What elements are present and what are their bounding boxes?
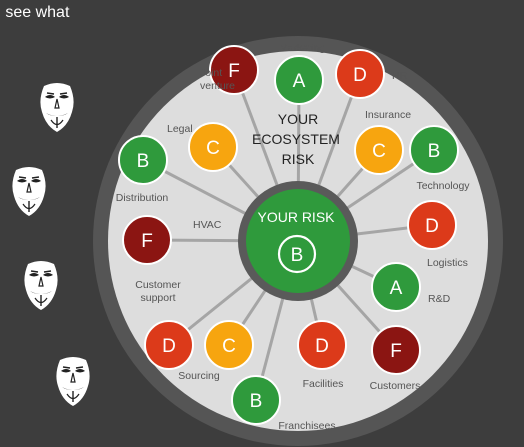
node-label-sourcing: Sourcing	[178, 370, 220, 382]
anonymous-mask-icon	[24, 261, 58, 310]
node-distribution: B Distribution	[116, 135, 169, 204]
center-grade-letter: B	[291, 245, 304, 266]
grade-badge-technology	[409, 125, 459, 175]
node-label-facilities: Facilities	[303, 378, 344, 390]
grade-badge-sourcing	[204, 320, 254, 370]
grade-badge-logistics	[407, 200, 457, 250]
node-label-joint-venture-1: Joint	[200, 67, 222, 79]
grade-badge-insurance	[354, 125, 404, 175]
ring-label-line-1: YOUR	[278, 111, 318, 127]
node-legal: C Legal	[167, 122, 238, 172]
intro-text: n see what e	[0, 2, 150, 46]
grade-letter-facilities: D	[315, 336, 329, 357]
node-label-customer-support-2: support	[140, 292, 175, 304]
grade-badge-joint-venture	[209, 45, 259, 95]
ring-label-line-2: ECOSYSTEM	[252, 131, 340, 147]
node-label-customer-support-1: Customer	[135, 279, 181, 291]
grade-letter-hvac: F	[141, 231, 153, 252]
center-grade-badge	[277, 234, 317, 274]
grade-letter-customers: F	[390, 341, 402, 362]
node-label-logistics: Logistics	[427, 257, 468, 269]
anonymous-mask-icon	[40, 83, 74, 132]
node-label-rd: R&D	[428, 293, 451, 305]
grade-letter-technology: B	[428, 141, 441, 162]
grade-badge-franchisees	[231, 375, 281, 425]
node-hr: D HR	[335, 49, 408, 99]
grade-letter-insurance: C	[372, 141, 386, 162]
node-label-hvac: HVAC	[193, 219, 222, 231]
grade-badge-facilities	[297, 320, 347, 370]
grade-letter-joint-venture: F	[228, 61, 240, 82]
ecosystem-risk-label: YOUR ECOSYSTEM RISK	[252, 111, 340, 167]
node-label-franchisees: Franchisees	[278, 420, 335, 432]
node-technology: B Technology	[409, 125, 470, 192]
grade-letter-customer-support: D	[162, 336, 176, 357]
node-label-customers: Customers	[370, 380, 421, 392]
grade-letter-distribution: B	[137, 151, 150, 172]
anonymous-mask-icon	[12, 167, 46, 216]
node-rd: A R&D	[371, 262, 451, 312]
node-customers: F Customers	[370, 325, 421, 392]
node-facilities: D Facilities	[297, 320, 347, 390]
node-logistics: D Logistics	[407, 200, 468, 269]
node-label-hr: HR	[392, 70, 408, 82]
grade-badge-hr	[335, 49, 385, 99]
node-label-joint-venture-2: venture	[200, 80, 235, 92]
grade-letter-hr: D	[353, 65, 367, 86]
node-franchisees: B Franchisees	[231, 375, 336, 432]
grade-badge-customers	[371, 325, 421, 375]
node-hvac: F HVAC	[122, 215, 222, 265]
grade-badge-customer-support	[144, 320, 194, 370]
node-label-distribution: Distribution	[116, 192, 169, 204]
grade-badge-legal	[188, 122, 238, 172]
center-title: YOUR RISK	[257, 209, 335, 225]
grade-letter-marketing: A	[293, 71, 306, 92]
grade-letter-rd: A	[390, 278, 403, 299]
anonymous-mask-icon	[56, 357, 90, 406]
node-label-marketing: Marketing	[279, 42, 325, 54]
node-insurance: C Insurance	[354, 109, 411, 175]
node-label-legal: Legal	[167, 123, 193, 135]
grade-letter-legal: C	[206, 138, 220, 159]
node-label-insurance: Insurance	[365, 109, 411, 121]
grade-badge-hvac	[122, 215, 172, 265]
grade-badge-rd	[371, 262, 421, 312]
node-sourcing: C Sourcing	[178, 320, 254, 382]
node-label-technology: Technology	[416, 180, 470, 192]
grade-letter-franchisees: B	[250, 391, 263, 412]
intro-line-1: n see what	[0, 4, 70, 21]
grade-badge-marketing	[274, 55, 324, 105]
grade-letter-sourcing: C	[222, 336, 236, 357]
node-marketing: A Marketing	[274, 42, 325, 105]
ring-label-line-3: RISK	[282, 151, 315, 167]
grade-letter-logistics: D	[425, 216, 439, 237]
grade-badge-distribution	[118, 135, 168, 185]
